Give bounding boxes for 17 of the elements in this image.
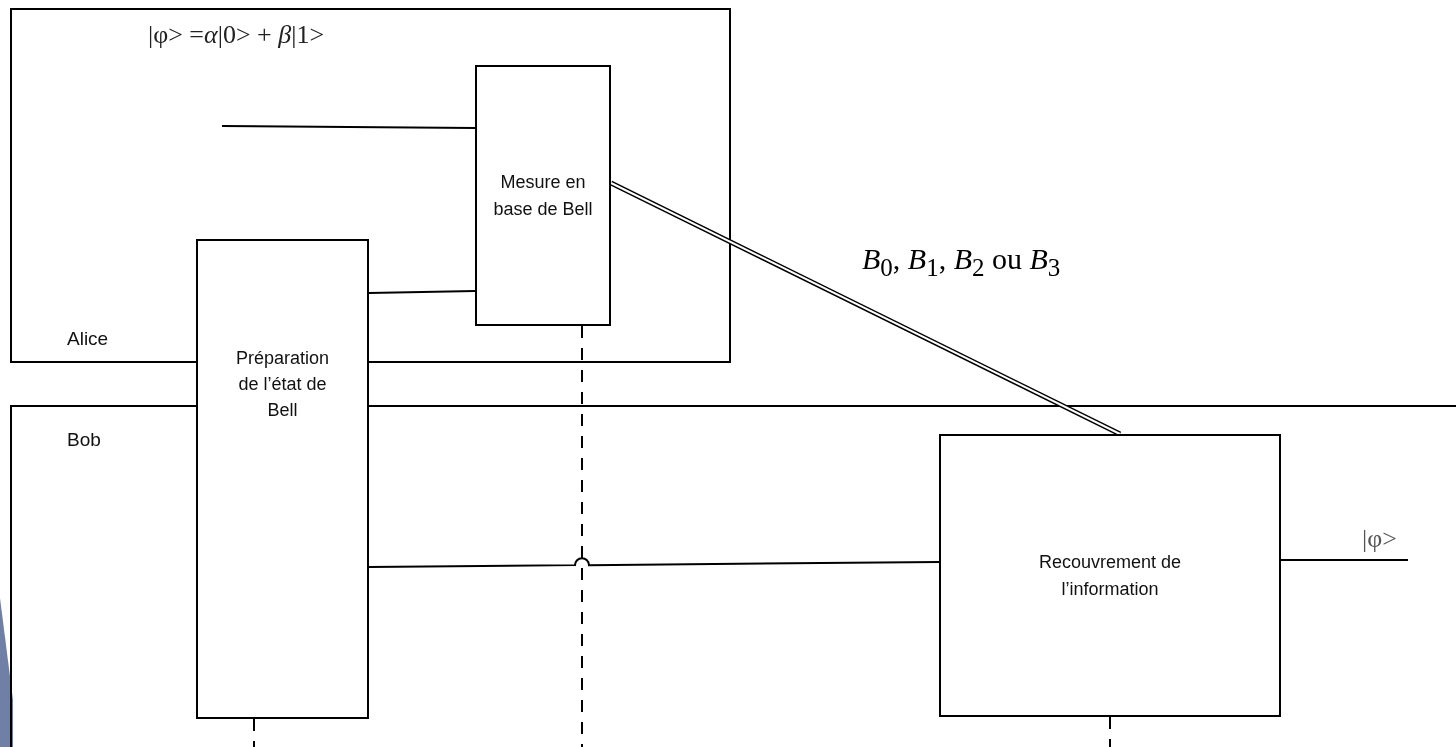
- region-panel: [10, 405, 1456, 747]
- connector-line: [368, 290, 476, 294]
- dashed-line: [581, 325, 583, 747]
- process-box: [196, 239, 369, 719]
- region-label: Alice: [67, 328, 109, 350]
- connector-line: [221, 125, 476, 129]
- double-line: [609, 180, 1122, 437]
- box-label: Préparation de l’état de Bell: [234, 347, 331, 423]
- dashed-line: [253, 718, 255, 747]
- box-label: Mesure en base de Bell: [492, 171, 594, 221]
- process-box: [939, 434, 1281, 717]
- dashed-line: [1109, 716, 1111, 747]
- process-box: [475, 65, 611, 326]
- connector-line: [368, 557, 940, 568]
- box-label: Recouvrement de l’information: [1037, 551, 1183, 601]
- connector-line: [1280, 559, 1409, 561]
- region-label: Bob: [67, 429, 101, 451]
